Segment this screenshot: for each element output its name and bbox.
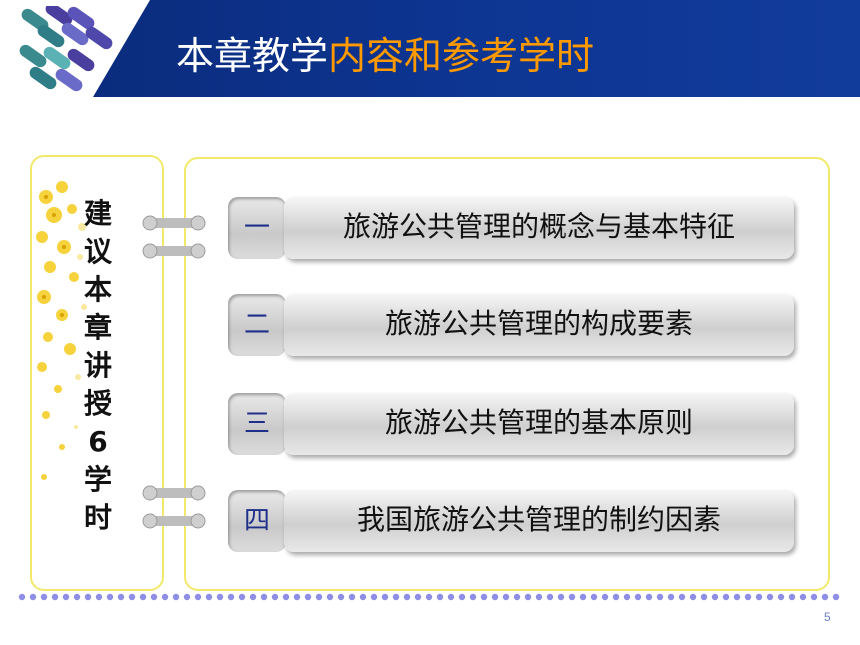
item-text: 我国旅游公共管理的制约因素 bbox=[356, 503, 721, 536]
title-part2: 内容和参考学时 bbox=[328, 34, 595, 78]
connector-top-icon bbox=[142, 215, 206, 231]
sidebar-char: 章 bbox=[83, 311, 112, 344]
pills-logo-icon bbox=[19, 6, 113, 92]
sidebar-char: 授 bbox=[83, 387, 112, 420]
item-number-box: 四 bbox=[228, 490, 286, 552]
item-text: 旅游公共管理的构成要素 bbox=[384, 307, 693, 340]
page-number: 5 bbox=[824, 610, 831, 624]
item-text-box: 旅游公共管理的概念与基本特征 bbox=[284, 197, 794, 259]
item-number-box: 一 bbox=[228, 197, 286, 259]
sidebar-char: 学 bbox=[83, 463, 112, 496]
item-number: 三 bbox=[243, 409, 270, 439]
title-part1: 本章教学 bbox=[176, 34, 329, 78]
sidebar-char: 议 bbox=[83, 235, 112, 268]
item-number: 一 bbox=[243, 213, 270, 243]
item-number-box: 三 bbox=[228, 393, 286, 455]
sidebar-char: 建 bbox=[83, 197, 112, 230]
list-item[interactable]: 三 旅游公共管理的基本原则 bbox=[228, 393, 794, 455]
item-text-box: 旅游公共管理的基本原则 bbox=[284, 393, 794, 455]
sidebar-vertical-text: 建 议 本 章 讲 授 6 学 时 bbox=[78, 195, 118, 537]
sidebar-char: 讲 bbox=[83, 349, 112, 382]
header-bar bbox=[0, 0, 860, 97]
item-text-box: 我国旅游公共管理的制约因素 bbox=[284, 490, 794, 552]
page-title: 本章教学内容和参考学时 bbox=[176, 34, 594, 78]
item-text: 旅游公共管理的概念与基本特征 bbox=[342, 210, 735, 243]
dotted-divider bbox=[18, 593, 840, 601]
list-item[interactable]: 四 我国旅游公共管理的制约因素 bbox=[228, 490, 794, 552]
item-text: 旅游公共管理的基本原则 bbox=[384, 406, 693, 439]
connector-bottom-icon bbox=[142, 513, 206, 529]
item-number: 二 bbox=[243, 310, 270, 340]
flowers-decoration-icon bbox=[36, 181, 87, 480]
connector-top-icon bbox=[142, 243, 206, 259]
list-item[interactable]: 二 旅游公共管理的构成要素 bbox=[228, 294, 794, 356]
item-text-box: 旅游公共管理的构成要素 bbox=[284, 294, 794, 356]
sidebar-char: 时 bbox=[83, 501, 112, 534]
item-number-box: 二 bbox=[228, 294, 286, 356]
item-number: 四 bbox=[243, 506, 270, 536]
sidebar-panel: 建 议 本 章 讲 授 6 学 时 bbox=[30, 155, 164, 591]
list-item[interactable]: 一 旅游公共管理的概念与基本特征 bbox=[228, 197, 794, 259]
connector-bottom-icon bbox=[142, 485, 206, 501]
sidebar-char: 6 bbox=[88, 425, 108, 458]
sidebar-char: 本 bbox=[83, 273, 112, 306]
